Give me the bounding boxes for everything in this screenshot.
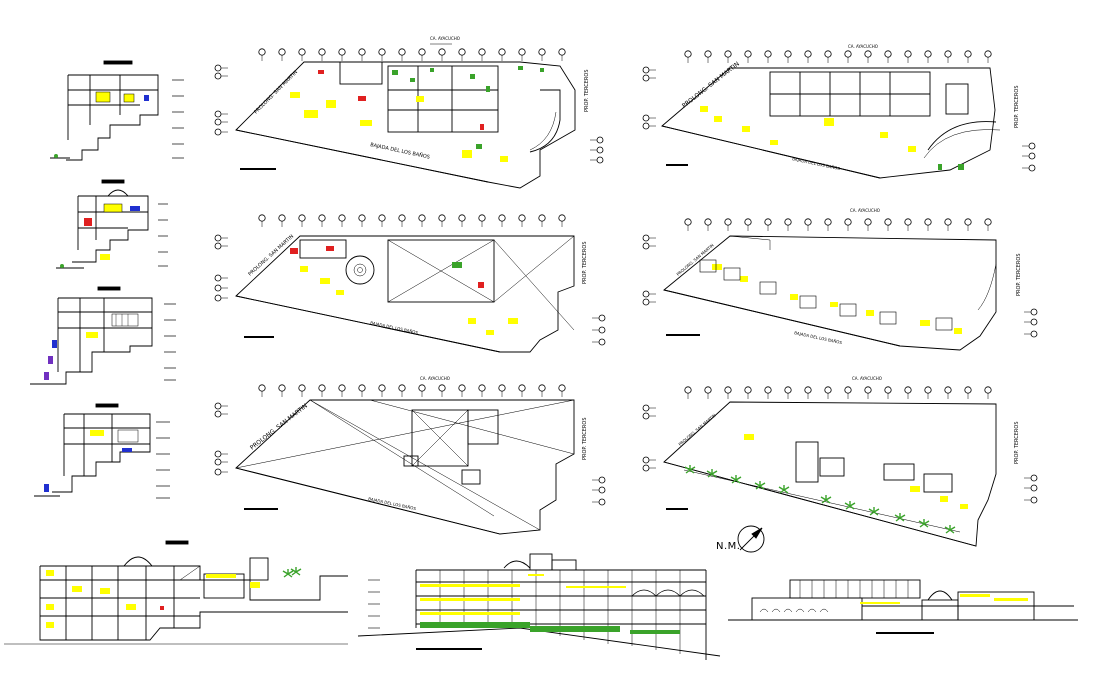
grid-bubbles-top-1 (258, 48, 566, 62)
street-label-left-6: PROLONG. SAN MARTIN (677, 413, 716, 447)
street-label-bottom-5: BAJADA DEL LOS BAÑOS (368, 496, 417, 511)
section-detail-3 (30, 286, 176, 385)
floor-plan-6: CA. AYACUCHO PRO (642, 376, 1038, 547)
street-label-bottom-3: BAJADA DEL LOS BAÑOS (370, 320, 419, 335)
street-label-left-5: PROLONG. SAN MARTIN (249, 403, 309, 452)
street-label-right-3: PROP. TERCEROS (582, 241, 588, 284)
north-arrow-icon (737, 525, 765, 553)
street-label-top-4: CA. AYACUCHO (850, 208, 880, 213)
street-label-right-1: PROP. TERCEROS (584, 69, 590, 112)
street-label-right-5: PROP. TERCEROS (582, 417, 588, 460)
floor-plan-4: CA. AYACUCHO PROL (642, 208, 1038, 351)
long-section-1 (4, 540, 348, 645)
floor-plan-1: PROLONG. SAN MARTIN BAJADA DEL LOS BAÑOS… (214, 36, 604, 189)
side-elevation (728, 579, 1078, 634)
section-detail-2 (56, 179, 168, 269)
street-label-bottom-2: BAJADA DEL LOS BAÑOS (792, 156, 841, 171)
street-label-left-3: PROLONG. SAN MARTIN (247, 233, 295, 277)
street-label-right-4: PROP. TERCEROS (1016, 253, 1022, 296)
floor-plan-5: CA. AYACUCHO PROLONG. SAN MARTIN BAJADA … (214, 376, 606, 535)
street-label-right-6: PROP. TERCEROS (1014, 421, 1020, 464)
street-label-right-2: PROP. TERCEROS (1014, 85, 1020, 128)
north-marker-label: N.M. (716, 541, 741, 552)
street-label-top-1: CA. AYACUCHO (430, 36, 460, 41)
section-detail-4 (34, 403, 170, 499)
section-detail-1 (50, 60, 184, 161)
street-label-top-2: CA. AYACUCHO (848, 44, 878, 49)
street-label-top-6: CA. AYACUCHO (852, 376, 882, 381)
front-elevation (357, 553, 721, 660)
street-label-bottom-1: BAJADA DEL LOS BAÑOS (370, 141, 431, 160)
street-label-bottom-4: BAJADA DEL LOS BAÑOS (794, 330, 843, 345)
street-label-left-2: PROLONG. SAN MARTIN (681, 61, 741, 110)
floor-plan-2: CA. AYACUCHO PROLONG. SAN MARTIN BAJADA … (642, 44, 1036, 179)
floor-plan-3: PROLONG. SAN MARTIN BAJADA DEL LOS BAÑOS… (214, 214, 606, 353)
street-label-top-5: CA. AYACUCHO (420, 376, 450, 381)
